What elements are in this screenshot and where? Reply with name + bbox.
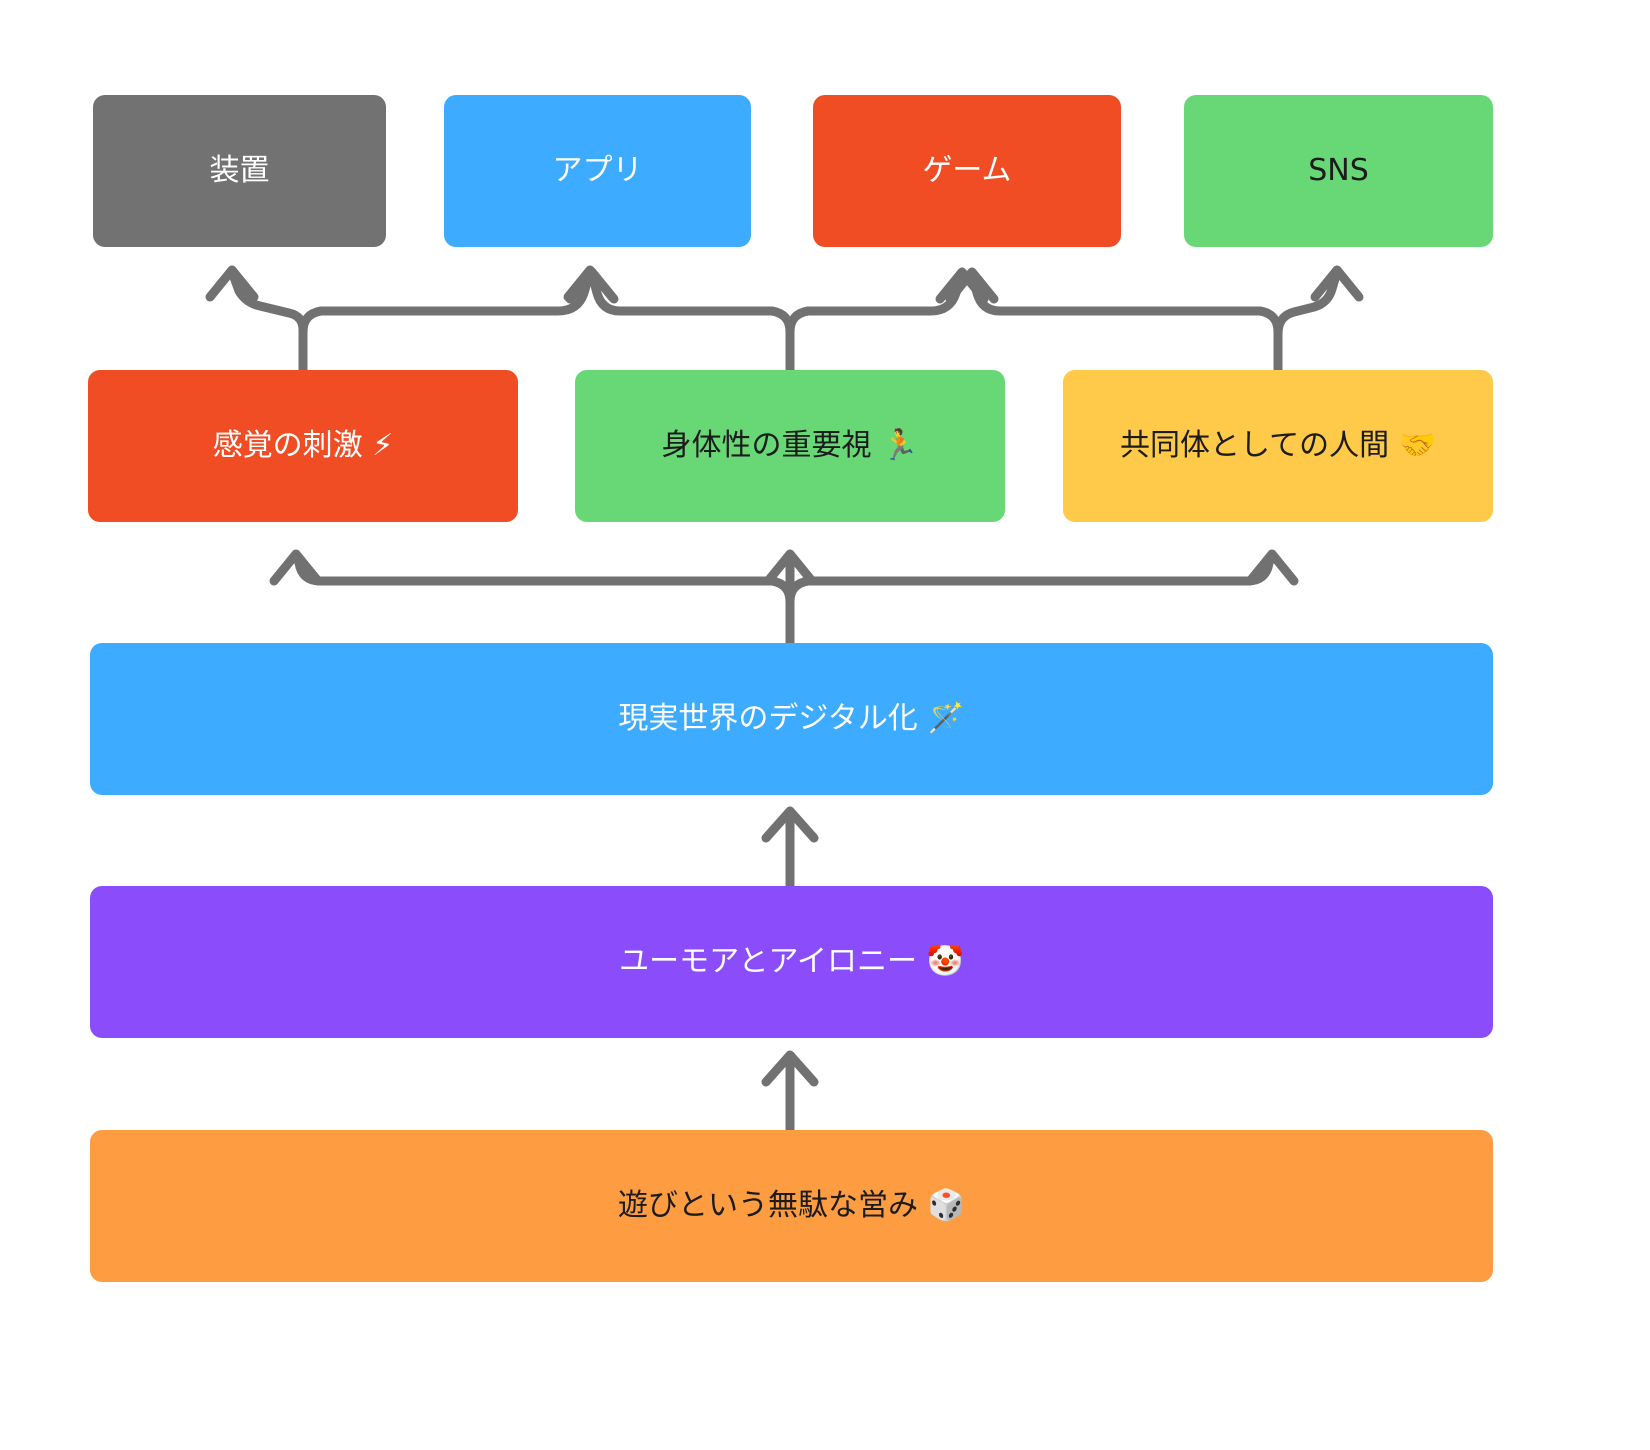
node-app[interactable]: アプリ <box>444 95 751 247</box>
edge-sense-to-app <box>298 265 617 375</box>
edge-community-to-game <box>945 267 1283 375</box>
edge-humor-to-digital <box>761 806 819 891</box>
node-game-label: ゲーム <box>922 153 1012 189</box>
node-sns[interactable]: SNS <box>1184 95 1493 247</box>
node-app-label: アプリ <box>552 153 643 189</box>
edge-digital-to-body <box>763 549 817 648</box>
node-embodiment-label: 身体性の重要視 🏃 <box>661 428 919 464</box>
node-sensory-stimulation[interactable]: 感覚の刺激 ⚡ <box>88 370 518 522</box>
node-humor-irony-label: ユーモアとアイロニー 🤡 <box>619 944 964 980</box>
node-play-label: 遊びという無駄な営み 🎲 <box>618 1188 965 1224</box>
node-embodiment[interactable]: 身体性の重要視 🏃 <box>575 370 1005 522</box>
edge-digital-to-sense <box>269 549 795 648</box>
edge-sense-to-device <box>205 265 308 375</box>
node-device[interactable]: 装置 <box>93 95 386 247</box>
node-sns-label: SNS <box>1308 153 1369 189</box>
edge-play-to-humor <box>761 1050 819 1135</box>
node-humor-irony[interactable]: ユーモアとアイロニー 🤡 <box>90 886 1493 1038</box>
edge-community-to-sns <box>1273 265 1364 375</box>
node-community[interactable]: 共同体としての人間 🤝 <box>1063 370 1493 522</box>
node-sensory-stimulation-label: 感覚の刺激 ⚡ <box>212 428 394 464</box>
node-game[interactable]: ゲーム <box>813 95 1121 247</box>
node-digitalization[interactable]: 現実世界のデジタル化 🪄 <box>90 643 1493 795</box>
node-digitalization-label: 現実世界のデジタル化 🪄 <box>618 701 965 737</box>
edge-body-to-game <box>785 267 989 375</box>
edge-digital-to-community <box>785 549 1299 648</box>
node-community-label: 共同体としての人間 🤝 <box>1120 428 1436 464</box>
node-play[interactable]: 遊びという無駄な営み 🎲 <box>90 1130 1493 1282</box>
node-device-label: 装置 <box>209 153 270 189</box>
edge-body-to-app <box>565 267 795 375</box>
